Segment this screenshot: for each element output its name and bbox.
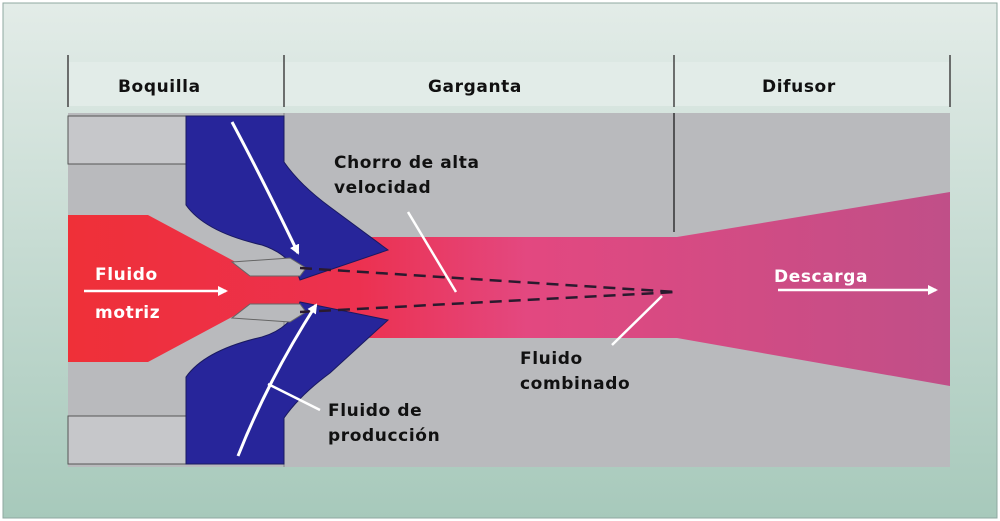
nozzle-tip-bottom — [230, 303, 307, 323]
nozzle-block-bottom — [67, 415, 187, 465]
header-throat: Garganta — [428, 77, 522, 97]
mixed-fluid-flow — [68, 192, 950, 386]
label-production-fluid-line2: producción — [328, 426, 441, 446]
label-high-speed-jet-line1: Chorro de alta — [334, 153, 480, 173]
label-discharge: Descarga — [774, 267, 869, 287]
leader-line-combined — [611, 295, 663, 346]
jet-boundary-dashed — [299, 290, 677, 314]
label-production-fluid-line1: Fluido de — [328, 401, 423, 421]
leader-line-production — [267, 382, 321, 412]
label-motive-fluid-line2: motriz — [95, 303, 161, 323]
production-flow-arrow-top — [230, 121, 300, 255]
header-diffuser: Difusor — [762, 77, 836, 97]
label-combined-fluid-line1: Fluido — [520, 349, 583, 369]
label-motive-fluid-line1: Fluido — [95, 265, 158, 285]
label-combined-fluid-line2: combinado — [520, 374, 631, 394]
label-high-speed-jet-line2: velocidad — [334, 178, 432, 198]
nozzle-block-top — [67, 115, 187, 165]
header-nozzle: Boquilla — [118, 77, 201, 97]
production-flow-arrow-bottom — [236, 303, 318, 457]
leader-line-jet — [406, 211, 458, 293]
jet-boundary-dashed — [299, 266, 677, 294]
header-strip — [68, 62, 950, 106]
nozzle-tip-top — [230, 257, 307, 277]
